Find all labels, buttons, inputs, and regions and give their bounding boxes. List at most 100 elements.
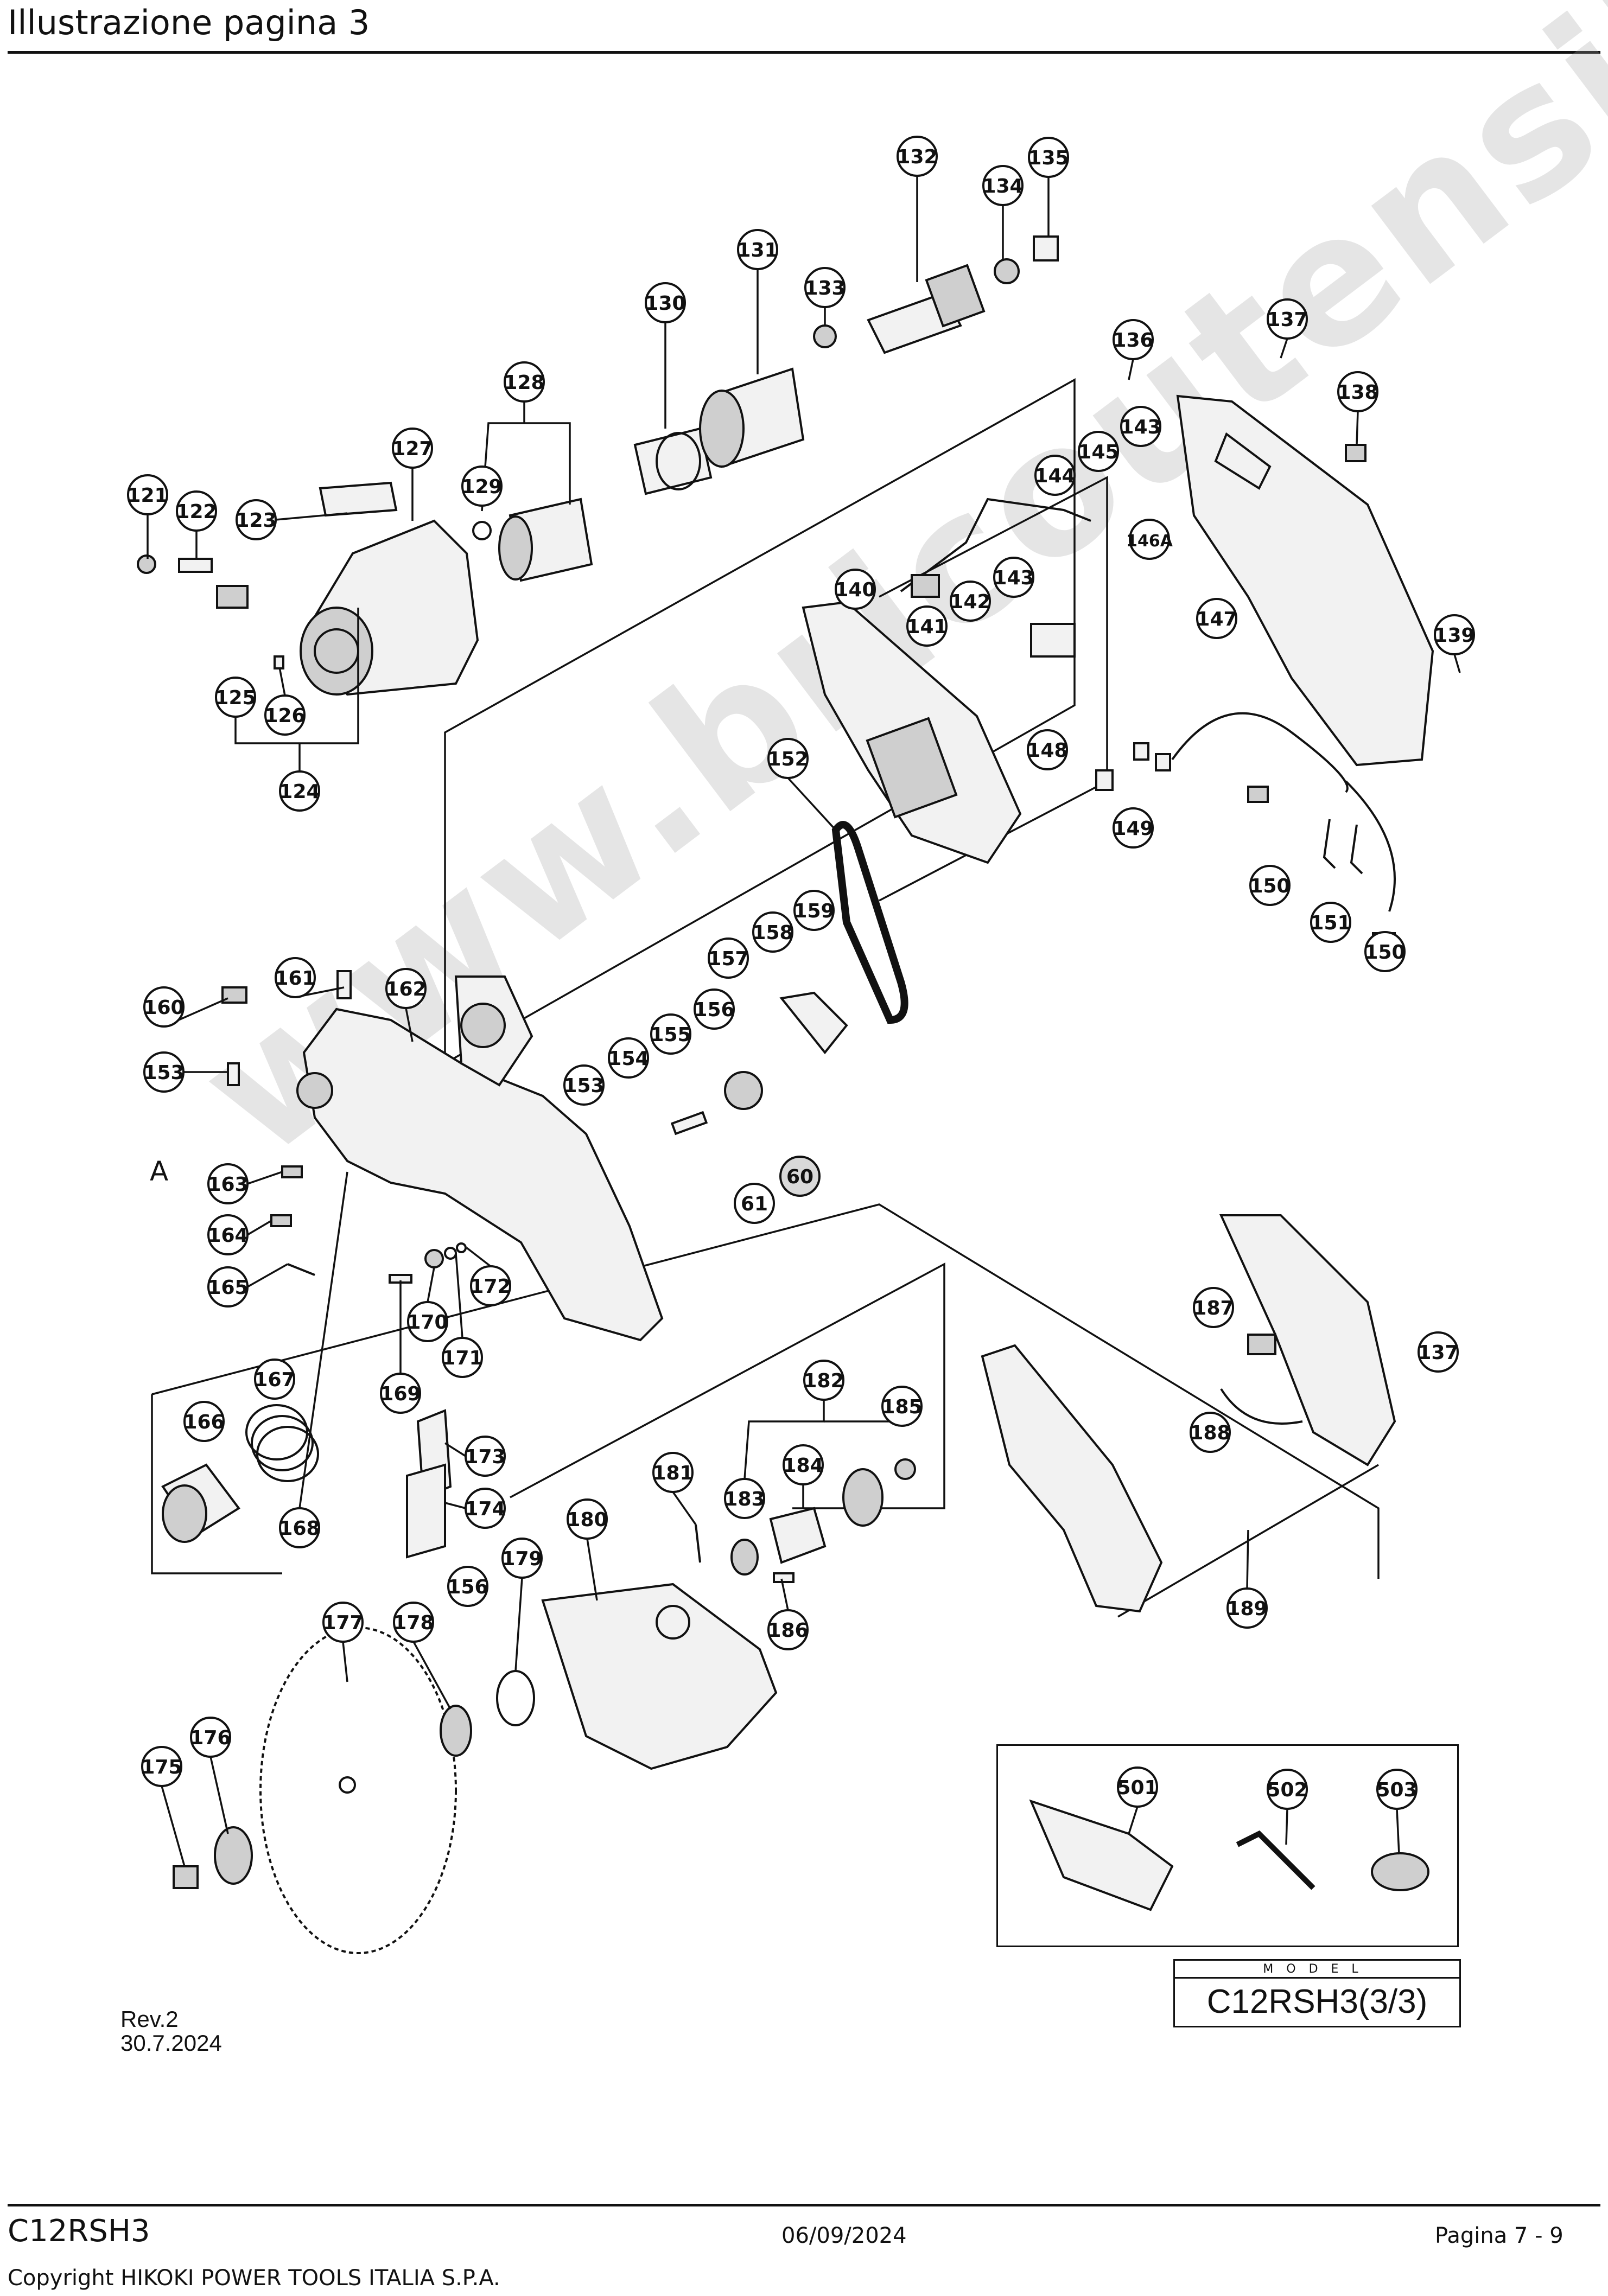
callout-circle: [803, 1360, 844, 1401]
callout-number: 159: [793, 900, 834, 922]
view-marker: A: [150, 1156, 169, 1187]
part-callout-148: 148: [1027, 729, 1068, 770]
callout-circle: [1418, 1331, 1459, 1373]
callout-number: 173: [465, 1446, 505, 1468]
part-callout-122: 122: [176, 490, 217, 532]
callout-number: 158: [752, 922, 793, 944]
callout-circle: [385, 968, 427, 1009]
callout-circle: [1129, 519, 1170, 560]
callout-number: 153: [143, 1062, 184, 1084]
callout-number: 136: [1113, 329, 1153, 352]
callout-number: 185: [881, 1396, 922, 1418]
callout-circle: [1113, 807, 1154, 849]
part-callout-171: 171: [442, 1337, 483, 1378]
part-callout-156: 156: [694, 988, 735, 1030]
callout-circle: [652, 1452, 694, 1493]
callout-number: 186: [767, 1619, 808, 1642]
part-callout-147: 147: [1196, 598, 1237, 639]
callout-circle: [470, 1265, 511, 1306]
callout-number: 156: [694, 999, 734, 1021]
callout-number: 61: [741, 1193, 768, 1215]
fan-baffle: [633, 427, 713, 495]
part-callout-187: 187: [1193, 1287, 1234, 1328]
leader-lines: [147, 176, 1461, 1867]
callout-circle: [1226, 1587, 1268, 1629]
revision-number: Rev.2: [120, 2006, 179, 2032]
part-callout-183: 183: [724, 1478, 765, 1519]
callout-number: 144: [1034, 465, 1075, 487]
callout-circle: [279, 1507, 320, 1548]
callout-number: 143: [993, 567, 1034, 589]
callout-number: 126: [264, 705, 305, 727]
callout-number: 145: [1078, 441, 1118, 463]
part-callout-160: 160: [143, 986, 185, 1028]
callout-number: 181: [652, 1462, 693, 1484]
callout-number: 166: [183, 1411, 224, 1433]
callout-number: 131: [737, 239, 778, 262]
callout-circle: [767, 1609, 809, 1650]
callout-number: 140: [835, 579, 875, 601]
callout-circle: [1267, 1769, 1308, 1810]
callout-circle: [442, 1337, 483, 1378]
callout-number: 138: [1337, 381, 1378, 404]
callout-circle: [264, 694, 306, 736]
page-title: Illustrazione pagina 3: [8, 3, 370, 42]
main-arm: [296, 975, 664, 1342]
callout-circle: [608, 1037, 649, 1079]
cord-and-switch: [900, 498, 1396, 949]
callout-number: 187: [1193, 1297, 1234, 1319]
callout-number: 137: [1267, 309, 1307, 331]
motor-ring: [699, 367, 805, 468]
part-callout-174: 174: [465, 1488, 506, 1529]
callout-number: 176: [190, 1727, 231, 1749]
callout-number: 154: [608, 1048, 649, 1070]
callout-number: 142: [950, 591, 990, 613]
part-callout-146A: 146A: [1126, 519, 1173, 560]
part-callout-162: 162: [385, 968, 427, 1009]
callout-circle: [567, 1498, 608, 1540]
callout-circle: [906, 605, 948, 647]
part-callout-149: 149: [1113, 807, 1154, 849]
spindle-parts: [695, 1458, 916, 1583]
callout-circle: [1078, 431, 1119, 472]
part-callout-124: 124: [279, 770, 320, 812]
part-callout-172: 172: [470, 1265, 511, 1306]
callout-circle: [1249, 865, 1291, 906]
callout-number: 503: [1376, 1779, 1417, 1801]
callout-number: 153: [563, 1075, 604, 1097]
callout-number: 121: [127, 484, 168, 507]
callout-circle: [393, 1602, 434, 1643]
footer-date: 06/09/2024: [781, 2223, 907, 2248]
callout-number: 171: [442, 1347, 482, 1369]
part-callout-144: 144: [1034, 455, 1076, 496]
callout-number: 151: [1310, 912, 1351, 934]
part-callout-159: 159: [793, 890, 835, 931]
callout-number: 163: [207, 1173, 248, 1196]
callout-circle: [1113, 319, 1154, 360]
callout-number: 162: [385, 978, 426, 1000]
part-callout-161: 161: [275, 957, 316, 998]
callout-number: 172: [470, 1275, 511, 1298]
part-callout-137: 137: [1267, 298, 1308, 340]
callout-circle: [804, 267, 846, 308]
callout-circle: [835, 569, 876, 610]
part-callout-156: 156: [447, 1566, 488, 1607]
callout-number: 182: [803, 1370, 844, 1392]
part-callout-168: 168: [279, 1507, 320, 1548]
part-callout-180: 180: [567, 1498, 608, 1540]
callout-circle: [1190, 1412, 1231, 1453]
callout-number: 174: [465, 1498, 505, 1520]
callout-number: 135: [1028, 147, 1069, 169]
callout-circle: [737, 229, 778, 270]
callout-number: 122: [176, 501, 217, 523]
callout-number: 169: [380, 1383, 421, 1405]
callout-circle: [1337, 371, 1378, 412]
callout-circle: [183, 1401, 225, 1442]
gear-housing: [802, 601, 1022, 864]
part-callout-129: 129: [461, 465, 503, 507]
callout-circle: [1028, 137, 1069, 178]
guide-plates: [406, 1409, 452, 1559]
callout-circle: [767, 738, 809, 779]
arm-hardware: [221, 970, 352, 1276]
